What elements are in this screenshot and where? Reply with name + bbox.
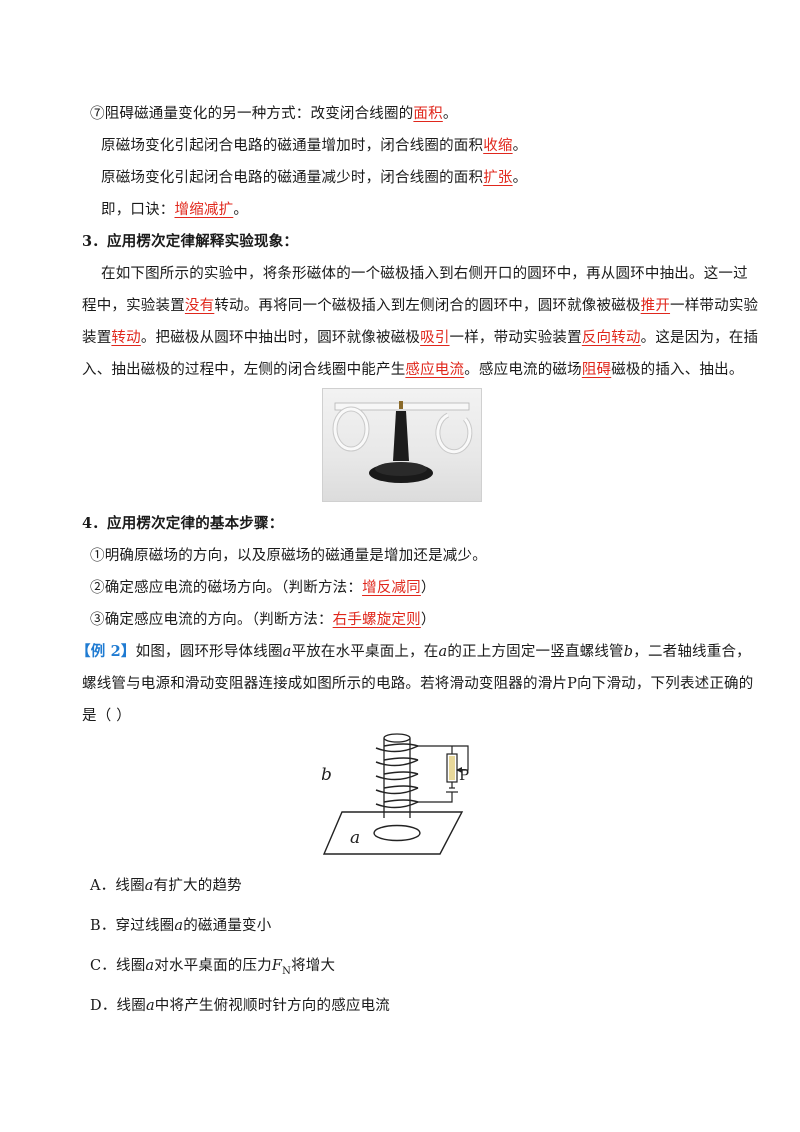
text-segment: b [623,644,634,660]
text-segment: N [282,965,292,977]
text-segment: 如图，圆环形导体线圈 [135,644,283,660]
text-segment: 在如下图所示的实验中，将条形磁体的一个磁极插入到右侧开口的圆环中，再从圆环中抽出… [101,266,748,282]
text-segment: 的磁通量变小 [183,918,272,934]
solenoid-circuit-drawing: b P a [321,733,469,855]
ring-apparatus-drawing [332,401,473,483]
label-b: b [322,765,332,785]
answer-text: 吸引 [420,330,450,346]
step-3: ③确定感应电流的方向。（判断方法：右手螺旋定则） [90,610,436,630]
step-1: ①明确原磁场的方向，以及原磁场的磁通量是增加还是减少。 [90,546,487,566]
text-segment: 一样带动实验 [670,298,759,314]
text-segment: 【例 2】 [76,643,136,660]
text-segment: ，二者轴线重合， [633,644,751,660]
text-segment: 的正上方固定一竖直螺线管 [447,644,624,660]
text-segment: 程中，实验装置 [82,298,185,314]
text-segment: 磁极的插入、抽出。 [611,362,744,378]
text-segment: a [282,644,292,660]
text-segment: 有扩大的趋势 [153,878,242,894]
answer-text: 扩张 [483,170,513,186]
paragraph-line-4: 入、抽出磁极的过程中，左侧的闭合线圈中能产生感应电流。感应电流的磁场阻碍磁极的插… [82,360,744,380]
option-b[interactable]: B．穿过线圈a的磁通量变小 [90,916,271,936]
text-segment: 装置 [82,330,112,346]
answer-text: 反向转动 [581,330,641,346]
option-d[interactable]: D．线圈a中将产生俯视顺时针方向的感应电流 [90,996,390,1016]
text-segment: ） [420,580,436,596]
option-a[interactable]: A．线圈a有扩大的趋势 [90,876,242,896]
answer-text: 收缩 [483,138,513,154]
text-segment: 一样，带动实验装置 [449,330,582,346]
text-segment: 平放在水平桌面上，在 [291,644,439,660]
text-segment: 。感应电流的磁场 [464,362,582,378]
text-segment: 对水平桌面的压力 [154,958,272,974]
text-segment: 即，口诀： [101,202,175,218]
text-line-7: ⑦阻碍磁通量变化的另一种方式：改变闭合线圈的面积。 [90,104,458,124]
text-segment: 原磁场变化引起闭合电路的磁通量减少时，闭合线圈的面积 [101,170,484,186]
answer-text: 感应电流 [405,362,465,378]
example-line-3: 是（ ） [82,706,131,726]
text-line-mnemonic: 即，口诀：增缩减扩。 [101,200,248,220]
text-segment: ） [420,612,436,628]
text-segment: B．穿过线圈 [90,918,175,934]
paragraph-line-3: 装置转动。把磁极从圆环中抽出时，圆环就像被磁极吸引一样，带动实验装置反向转动。这… [82,328,758,348]
answer-text: 阻碍 [581,362,612,378]
text-segment: 。 [512,138,528,154]
answer-text: 没有 [184,298,215,314]
text-segment: a [438,644,448,660]
text-segment: ⑦阻碍磁通量变化的另一种方式：改变闭合线圈的 [90,106,414,122]
example-line-2: 螺线管与电源和滑动变阻器连接成如图所示的电路。若将滑动变阻器的滑片P向下滑动，下… [82,674,753,694]
paragraph-line-1: 在如下图所示的实验中，将条形磁体的一个磁极插入到右侧开口的圆环中，再从圆环中抽出… [101,264,748,284]
section-heading-4: 4．应用楞次定律的基本步骤： [82,514,283,534]
text-segment: D．线圈 [90,998,146,1014]
answer-text: 面积 [413,106,443,122]
example-line-1: 【例 2】如图，圆环形导体线圈a平放在水平桌面上，在a的正上方固定一竖直螺线管b… [76,642,751,662]
label-p: P [459,766,469,784]
answer-text: 增缩减扩 [174,202,234,218]
text-segment: a [144,878,154,894]
option-c[interactable]: C．线圈a对水平桌面的压力FN将增大 [90,956,335,982]
paragraph-line-2: 程中，实验装置没有转动。再将同一个磁极插入到左侧闭合的圆环中，圆环就像被磁极推开… [82,296,758,316]
text-segment: a [145,958,155,974]
text-segment: ③确定感应电流的方向。（判断方法： [90,612,333,628]
text-segment: A．线圈 [90,878,145,894]
text-line-decrease: 原磁场变化引起闭合电路的磁通量减少时，闭合线圈的面积扩张。 [101,168,527,188]
answer-text: 增反减同 [362,580,421,596]
text-segment: 。把磁极从圆环中抽出时，圆环就像被磁极 [140,330,421,346]
text-segment: 。这是因为，在插 [640,330,759,346]
answer-text: 推开 [640,298,671,314]
solenoid-figure: b P a [321,726,472,858]
text-line-increase: 原磁场变化引起闭合电路的磁通量增加时，闭合线圈的面积收缩。 [101,136,527,156]
text-segment: 。 [512,170,528,186]
text-segment: 入、抽出磁极的过程中，左侧的闭合线圈中能产生 [82,362,406,378]
text-segment: 。 [233,202,249,218]
text-segment: 螺线管与电源和滑动变阻器连接成如图所示的电路。若将滑动变阻器的滑片P向下滑动，下… [82,676,754,692]
text-segment: 将增大 [291,958,336,974]
label-a: a [350,828,360,848]
text-segment: F [271,958,283,974]
text-segment: 是（ ） [82,708,131,724]
text-segment: 3．应用楞次定律解释实验现象： [82,233,299,250]
text-segment: C．线圈 [90,958,146,974]
step-2: ②确定感应电流的磁场方向。（判断方法：增反减同） [90,578,436,598]
text-segment: 中将产生俯视顺时针方向的感应电流 [154,998,390,1014]
answer-text: 右手螺旋定则 [332,612,421,628]
text-segment: ①明确原磁场的方向，以及原磁场的磁通量是增加还是减少。 [90,548,487,564]
text-segment: 原磁场变化引起闭合电路的磁通量增加时，闭合线圈的面积 [101,138,484,154]
text-segment: 转动。再将同一个磁极插入到左侧闭合的圆环中，圆环就像被磁极 [214,298,641,314]
answer-text: 转动 [111,330,141,346]
text-segment: a [174,918,184,934]
experiment-photo [322,388,482,502]
text-segment: ②确定感应电流的磁场方向。（判断方法： [90,580,363,596]
text-segment: a [145,998,155,1014]
text-segment: 。 [442,106,458,122]
section-heading-3: 3．应用楞次定律解释实验现象： [82,232,298,252]
text-segment: 4．应用楞次定律的基本步骤： [82,515,284,532]
